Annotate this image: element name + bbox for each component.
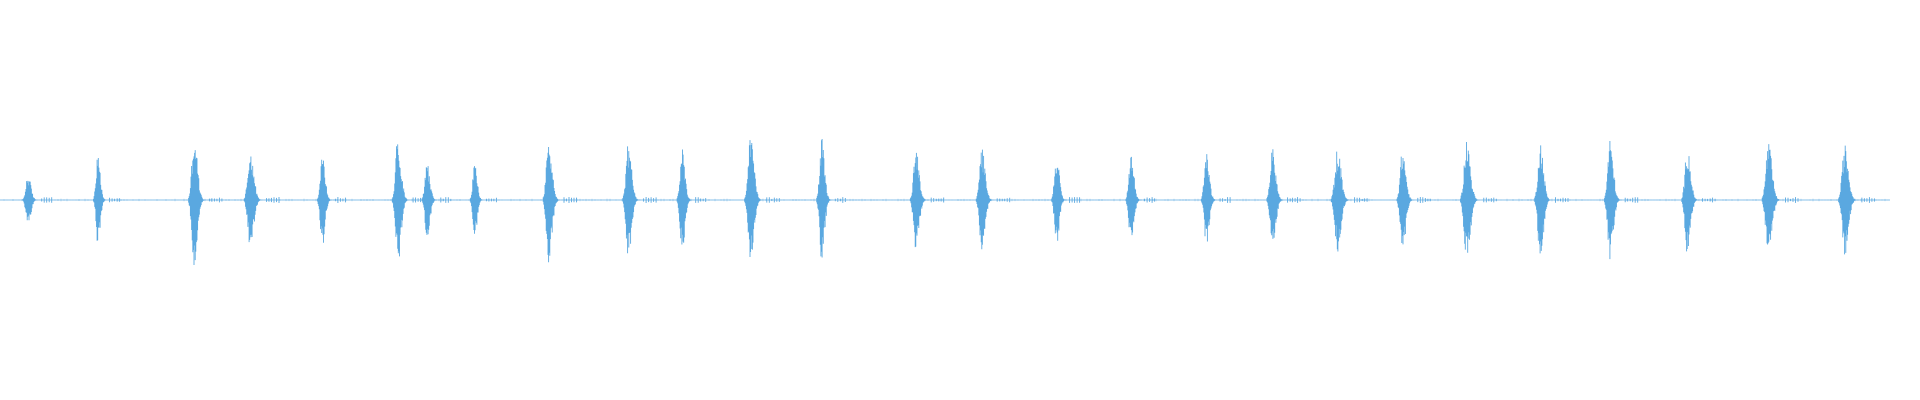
- waveform-burst: [1266, 149, 1301, 239]
- waveform-burst: [1534, 145, 1569, 254]
- waveform-burst: [317, 159, 346, 243]
- waveform-burst: [676, 149, 707, 245]
- waveform-burst: [1051, 167, 1081, 241]
- waveform-burst: [22, 180, 53, 221]
- waveform-burst: [1330, 151, 1368, 252]
- waveform-burst: [1604, 141, 1639, 260]
- waveform-bursts: [3, 139, 1889, 265]
- waveform-burst: [816, 139, 846, 258]
- waveform-burst: [243, 156, 280, 243]
- waveform-burst: [975, 149, 1011, 250]
- waveform-burst: [1200, 154, 1231, 242]
- waveform-burst: [542, 147, 577, 263]
- waveform-burst: [1681, 156, 1716, 252]
- waveform-burst: [744, 140, 780, 257]
- waveform-burst: [909, 152, 945, 248]
- waveform-burst: [1460, 142, 1497, 253]
- waveform-burst: [1761, 144, 1799, 245]
- waveform-burst: [93, 158, 121, 241]
- waveform-burst: [1125, 156, 1156, 236]
- waveform-burst: [1838, 145, 1875, 255]
- waveform-burst: [188, 150, 223, 265]
